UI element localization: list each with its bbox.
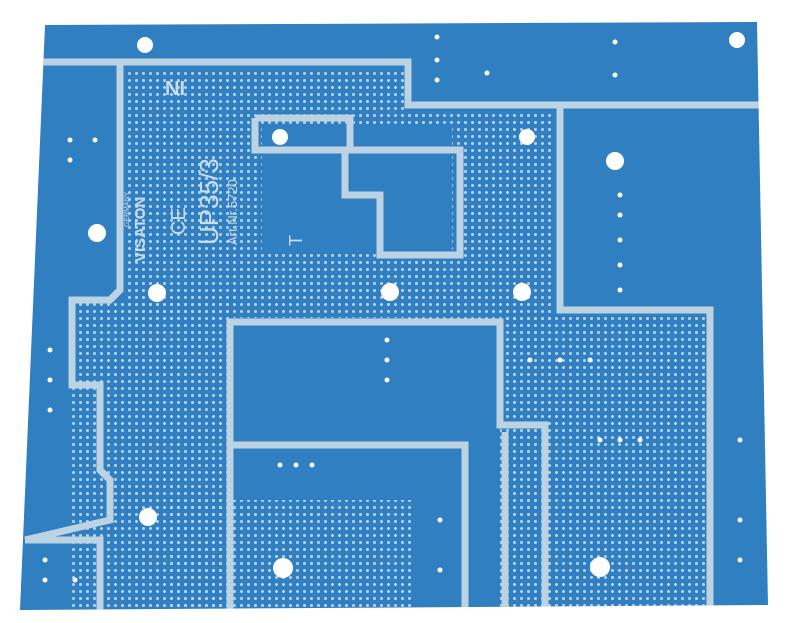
ce-mark: CE — [168, 207, 190, 235]
brand-logo: VISATON — [132, 197, 149, 262]
net-label: NI — [165, 78, 185, 100]
pad-mark: T — [286, 235, 306, 246]
copper-traces — [24, 58, 768, 610]
via-holes — [42, 34, 743, 583]
country-label: GERMANY — [124, 191, 131, 227]
silkscreen-markings: NI VISATON GERMANY CE UP35/3 Art.Nr.5720… — [124, 78, 306, 262]
article-number: Art.Nr.5720 — [225, 179, 240, 245]
model-label: UP35/3 — [194, 158, 224, 245]
mounting-holes — [88, 32, 745, 578]
